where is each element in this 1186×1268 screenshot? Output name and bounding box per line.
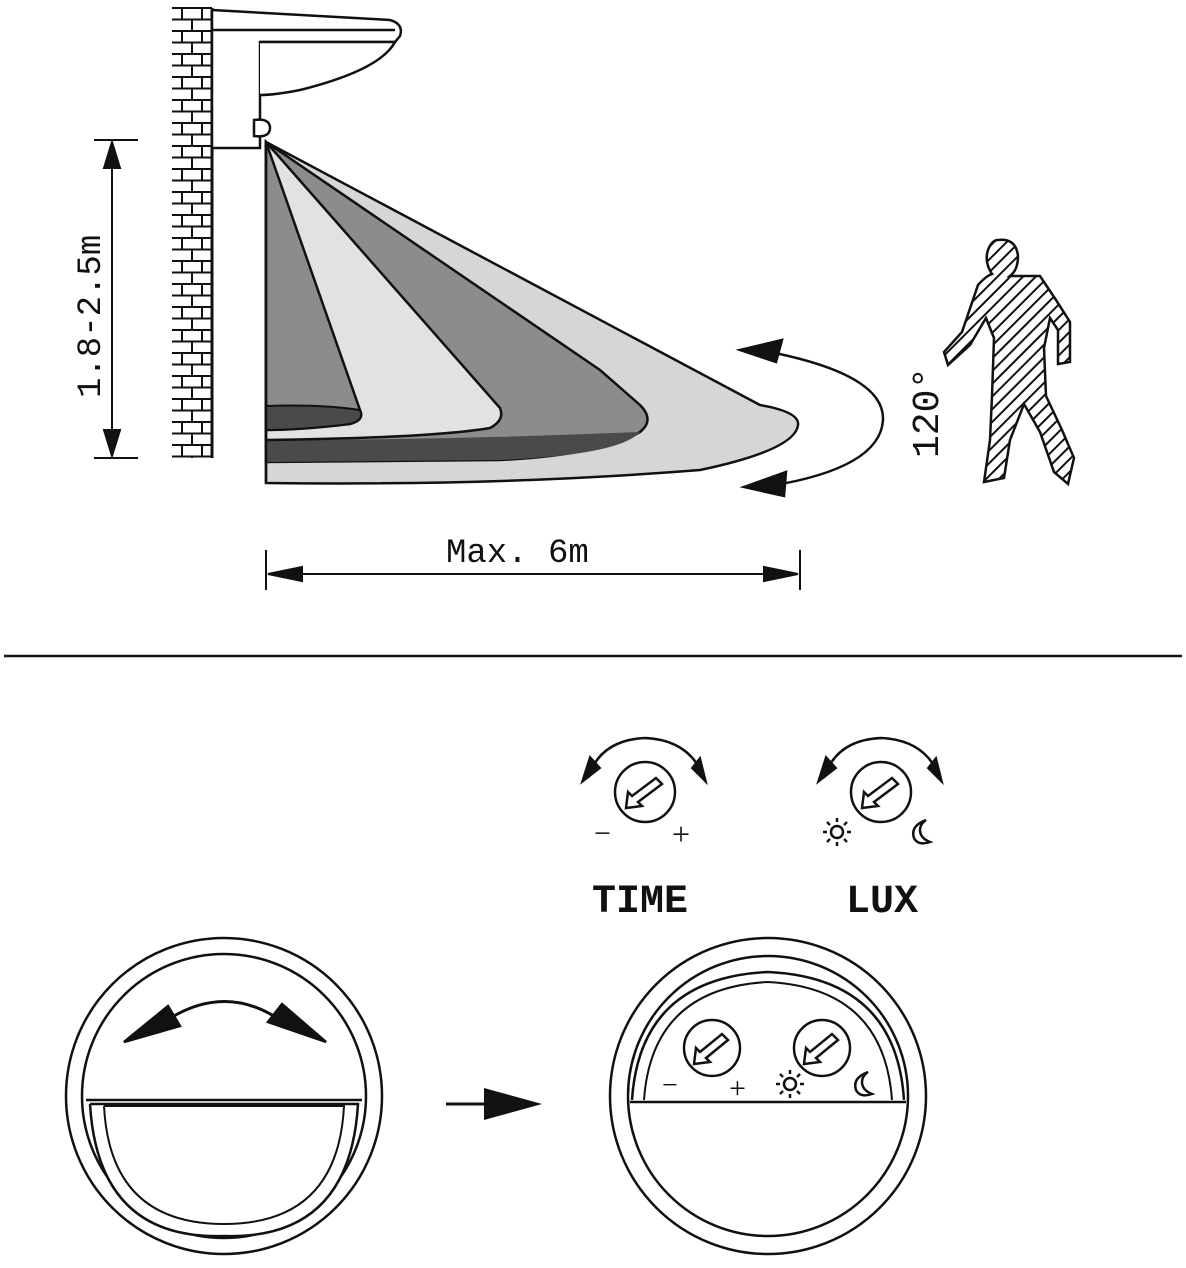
range-label: Max. 6m: [446, 535, 589, 573]
moon-icon: [912, 818, 934, 845]
knob-pointer-icon: [860, 776, 900, 810]
rotate-right-arrow: [265, 1002, 327, 1044]
detection-zones: [264, 138, 800, 485]
knob-pointer-icon: [692, 1032, 730, 1066]
height-label: 1.8-2.5m: [73, 235, 111, 398]
sensor-closed: [64, 936, 384, 1256]
knob-pointer-icon: [802, 1032, 840, 1066]
brick-wall: [172, 7, 214, 458]
sensor-open: [608, 936, 928, 1256]
angle-label: 120°: [907, 367, 950, 458]
time-title: TIME: [592, 880, 688, 925]
moon-icon: [854, 1070, 876, 1097]
sensor-lamp: [210, 8, 403, 150]
zone-inner-shadow: [265, 404, 363, 432]
lux-title: LUX: [846, 880, 918, 925]
time-knob-legend: [580, 736, 708, 824]
open-time-plus: +: [729, 1072, 746, 1105]
sun-icon: [823, 818, 851, 846]
zone-third-shadow: [266, 432, 640, 462]
range-dimension: [265, 550, 801, 590]
knob-pointer-icon: [624, 776, 664, 810]
person-icon: [942, 238, 1076, 487]
lux-knob-legend: [816, 736, 944, 846]
time-plus-label: +: [672, 816, 690, 852]
time-minus-label: −: [594, 817, 611, 850]
height-dimension: [94, 138, 138, 460]
rotate-left-arrow: [123, 1004, 182, 1044]
angle-arrow: [735, 338, 885, 498]
open-time-minus: −: [662, 1070, 678, 1101]
sun-icon: [776, 1070, 804, 1098]
next-step-arrow: [446, 1088, 542, 1120]
